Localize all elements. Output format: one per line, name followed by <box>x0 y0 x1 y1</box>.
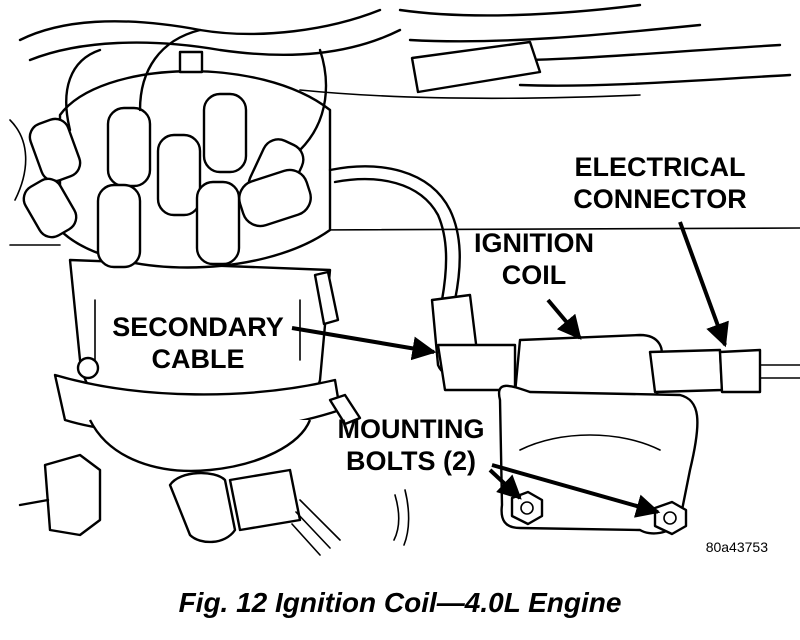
svg-text:CONNECTOR: CONNECTOR <box>573 184 747 214</box>
ignition-coil-body <box>497 333 800 535</box>
svg-text:MOUNTING: MOUNTING <box>338 414 485 444</box>
label-secondary-cable: SECONDARY CABLE <box>112 312 284 374</box>
engine-background-wiring <box>9 3 800 246</box>
svg-text:BOLTS (2): BOLTS (2) <box>346 446 476 476</box>
mounting-bolt-right <box>653 500 688 536</box>
arrow-ignition-coil <box>546 298 582 340</box>
svg-text:SECONDARY: SECONDARY <box>112 312 284 342</box>
svg-text:CABLE: CABLE <box>152 344 245 374</box>
figure-code: 80a43753 <box>706 539 769 555</box>
svg-text:COIL: COIL <box>502 260 567 290</box>
label-ignition-coil: IGNITION COIL <box>474 228 594 290</box>
arrow-electrical-connector <box>678 221 729 348</box>
arrow-mounting-bolt-left <box>488 468 522 500</box>
leader-arrows <box>291 221 729 518</box>
spark-plug-towers <box>22 28 328 269</box>
secondary-cable-wire <box>328 165 517 392</box>
arrow-secondary-cable <box>291 326 437 361</box>
svg-text:IGNITION: IGNITION <box>474 228 594 258</box>
mounting-bolt-left <box>510 490 544 526</box>
label-mounting-bolts: MOUNTING BOLTS (2) <box>338 414 485 476</box>
arrow-mounting-bolt-right <box>491 463 661 518</box>
label-electrical-connector: ELECTRICAL CONNECTOR <box>573 152 747 214</box>
lower-engine-parts <box>18 393 410 556</box>
svg-text:ELECTRICAL: ELECTRICAL <box>575 152 746 182</box>
figure-caption: Fig. 12 Ignition Coil—4.0L Engine <box>179 587 622 618</box>
distributor <box>53 70 342 473</box>
mounting-bolts <box>510 490 688 536</box>
